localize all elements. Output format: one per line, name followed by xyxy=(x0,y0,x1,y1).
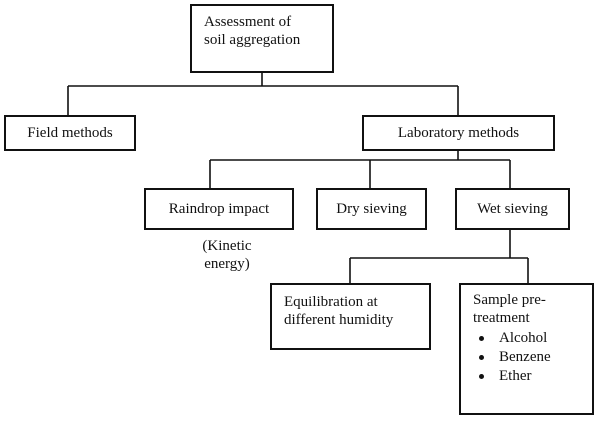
node-equilibration-line-2: different humidity xyxy=(284,311,429,329)
pretreatment-item-ether: Ether xyxy=(473,367,592,386)
node-field-methods: Field methods xyxy=(4,115,136,151)
node-sample-pretreatment: Sample pre- treatment Alcohol Benzene Et… xyxy=(459,283,594,415)
node-pretreatment-line-2: treatment xyxy=(473,309,592,327)
node-field-methods-label: Field methods xyxy=(27,124,112,142)
pretreatment-bullet-list: Alcohol Benzene Ether xyxy=(473,329,592,386)
node-equilibration-line-1: Equilibration at xyxy=(284,293,429,311)
node-raindrop-impact: Raindrop impact xyxy=(144,188,294,230)
pretreatment-item-benzene: Benzene xyxy=(473,348,592,367)
node-dry-sieving: Dry sieving xyxy=(316,188,427,230)
root-node-assessment: Assessment of soil aggregation xyxy=(190,4,334,73)
node-laboratory-methods: Laboratory methods xyxy=(362,115,555,151)
kinetic-note-line-2: energy) xyxy=(192,255,262,273)
node-equilibration: Equilibration at different humidity xyxy=(270,283,431,350)
node-pretreatment-line-1: Sample pre- xyxy=(473,291,592,309)
root-node-line-1: Assessment of xyxy=(204,13,332,31)
node-wet-sieving: Wet sieving xyxy=(455,188,570,230)
node-laboratory-methods-label: Laboratory methods xyxy=(398,124,519,142)
root-node-line-2: soil aggregation xyxy=(204,31,332,49)
kinetic-energy-note: (Kinetic energy) xyxy=(192,237,262,273)
node-raindrop-impact-label: Raindrop impact xyxy=(169,200,269,218)
kinetic-note-line-1: (Kinetic xyxy=(192,237,262,255)
pretreatment-item-alcohol: Alcohol xyxy=(473,329,592,348)
node-dry-sieving-label: Dry sieving xyxy=(336,200,406,218)
node-wet-sieving-label: Wet sieving xyxy=(477,200,548,218)
